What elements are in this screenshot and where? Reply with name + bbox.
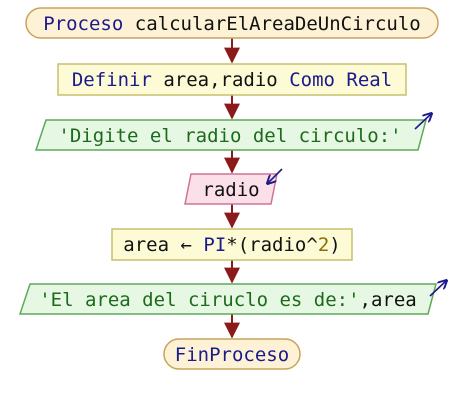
output-arrow-icon bbox=[414, 114, 431, 130]
define-node-label: Definir area,radio Como Real bbox=[72, 69, 392, 91]
start-node-label: Proceso calcularElAreaDeUnCirculo bbox=[43, 13, 421, 35]
input-arrow-icon bbox=[268, 168, 283, 183]
assign-node[interactable]: area ← PI*(radio^2) bbox=[111, 228, 353, 261]
end-node-label: FinProceso bbox=[175, 344, 289, 366]
output-node-2[interactable]: 'El area del ciruclo es de:',area bbox=[18, 281, 446, 315]
define-node[interactable]: Definir area,radio Como Real bbox=[57, 63, 407, 96]
output-arrow-icon-2 bbox=[429, 281, 446, 297]
input-node-1-label: radio bbox=[202, 179, 259, 201]
start-node[interactable]: Proceso calcularElAreaDeUnCirculo bbox=[25, 7, 439, 39]
input-node-1[interactable]: radio bbox=[184, 168, 283, 205]
output-node-1[interactable]: 'Digite el radio del circulo:' bbox=[34, 114, 431, 151]
assign-node-label: area ← PI*(radio^2) bbox=[123, 234, 340, 256]
end-node[interactable]: FinProceso bbox=[163, 338, 301, 370]
output-node-2-label: 'El area del ciruclo es de:',area bbox=[39, 289, 417, 311]
output-node-1-label: 'Digite el radio del circulo:' bbox=[58, 125, 401, 147]
